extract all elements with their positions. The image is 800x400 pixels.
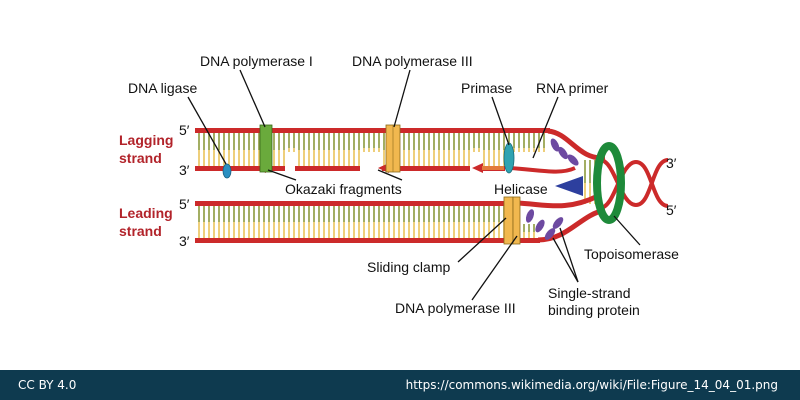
label-dna-polymerase-iii-bottom: DNA polymerase III [395, 300, 516, 316]
leading-strand-base-pairs [198, 206, 535, 238]
label-rna-primer: RNA primer [536, 80, 609, 96]
leading-new-strand [195, 201, 510, 206]
primase-shape [503, 142, 515, 174]
leader-sliding-clamp [457, 217, 507, 263]
label-dna-polymerase-iii-top: DNA polymerase III [352, 53, 473, 69]
dna-replication-diagram: DNA ligase DNA polymerase I DNA polymera… [119, 53, 679, 318]
label-sliding-clamp: Sliding clamp [367, 259, 450, 275]
leader-dna-ligase [187, 96, 227, 165]
source-url: https://commons.wikimedia.org/wiki/File:… [405, 378, 778, 392]
parental-top-end: 3′ [666, 155, 677, 171]
leader-ssb-2 [559, 227, 579, 283]
okazaki-fragment [295, 166, 360, 171]
label-leading-strand-1: Leading [119, 205, 173, 221]
label-single-strand-1: Single-strand [548, 285, 631, 301]
attribution-footer: CC BY 4.0 https://commons.wikimedia.org/… [0, 370, 800, 400]
parental-bottom-end: 5′ [666, 202, 677, 218]
rna-primer-segment [482, 166, 504, 170]
ssb-protein [552, 217, 564, 229]
ssb-protein [535, 219, 545, 233]
leader-dna-polymerase-iii-bottom [471, 235, 518, 301]
topoisomerase-shape [593, 142, 625, 224]
rna-primer-arrow [472, 163, 483, 173]
okazaki-fragment [195, 166, 285, 171]
ssb-protein [567, 154, 579, 166]
leader-rna-primer [532, 96, 559, 159]
label-single-strand-2: binding protein [548, 302, 640, 318]
ssb-protein [544, 228, 556, 240]
ssb-protein [550, 138, 560, 152]
lagging-top-end: 5′ [179, 122, 190, 138]
lagging-bottom-end: 3′ [179, 162, 190, 178]
leading-top-end: 5′ [179, 196, 190, 212]
leader-dna-polymerase-iii-top [393, 69, 411, 128]
ssb-protein [525, 209, 535, 223]
parental-helix-strand-2 [599, 159, 669, 210]
label-okazaki-fragments: Okazaki fragments [285, 181, 402, 197]
label-lagging-strand-1: Lagging [119, 132, 173, 148]
label-dna-ligase: DNA ligase [128, 80, 197, 96]
single-strand-binding-proteins [525, 138, 579, 240]
label-primase: Primase [461, 80, 513, 96]
ssb-protein [558, 146, 568, 160]
dna-polymerase-i-shape [259, 124, 273, 173]
fork-upper-strand-b [509, 166, 576, 174]
fork-lower-strand-a [515, 193, 600, 209]
label-dna-polymerase-i: DNA polymerase I [200, 53, 313, 69]
license-text: CC BY 4.0 [18, 378, 77, 392]
leader-primase [491, 96, 510, 146]
label-lagging-strand-2: strand [119, 150, 162, 166]
lagging-strand-base-pairs [198, 133, 545, 166]
sliding-clamp-shape [503, 196, 514, 245]
label-topoisomerase: Topoisomerase [584, 246, 679, 262]
label-helicase: Helicase [494, 181, 548, 197]
leading-parental-strand [195, 238, 540, 243]
parental-helix-strand-1 [599, 158, 669, 208]
dna-polymerase-iii-leading-shape [512, 196, 521, 245]
leader-ssb-1 [552, 237, 579, 283]
label-leading-strand-2: strand [119, 223, 162, 239]
leading-bottom-end: 3′ [179, 233, 190, 249]
leader-topoisomerase [613, 215, 641, 246]
leader-okazaki-1 [267, 169, 297, 181]
lagging-parental-strand [195, 128, 550, 133]
leader-okazaki-2 [377, 169, 403, 181]
okazaki-fragment [382, 166, 470, 171]
helicase-shape [555, 176, 583, 196]
dna-ligase-shape [222, 163, 232, 179]
leader-dna-polymerase-i [239, 69, 266, 128]
